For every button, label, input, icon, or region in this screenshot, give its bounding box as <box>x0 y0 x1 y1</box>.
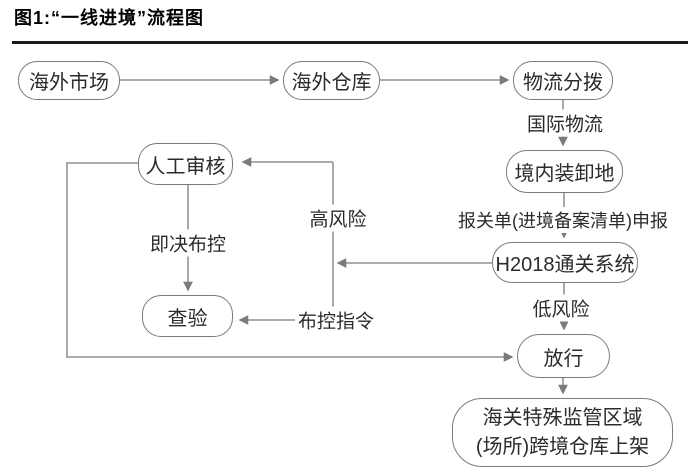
node-label-line1: 海关特殊监管区域 <box>482 406 643 429</box>
edge-label-international-logistics: 国际物流 <box>523 109 607 137</box>
node-label-line2: (场所)跨境仓库上架 <box>475 435 650 458</box>
edge-label-low-risk: 低风险 <box>529 294 593 322</box>
node-overseas-warehouse: 海外仓库 <box>283 61 380 100</box>
figure-title: 图1:“一线进境”流程图 <box>14 8 205 28</box>
node-label: 查验 <box>167 307 208 330</box>
node-label: 物流分拨 <box>523 72 603 94</box>
node-h2018-system: H2018通关系统 <box>492 242 638 283</box>
edge-review-release <box>66 162 514 362</box>
node-domestic-unloading: 境内装卸地 <box>506 150 623 193</box>
node-label: 海外市场 <box>29 72 109 94</box>
edge-label-declaration: 报关单(进境备案清单)申报 <box>455 207 671 233</box>
node-bonded-warehouse-shelving: 海关特殊监管区域 (场所)跨境仓库上架 <box>452 398 673 467</box>
edge-label-control-command: 布控指令 <box>294 306 378 334</box>
node-logistics-sorting: 物流分拨 <box>513 61 613 100</box>
edge-label-high-risk: 高风险 <box>306 204 370 232</box>
node-label: 境内装卸地 <box>514 163 615 185</box>
node-overseas-market: 海外市场 <box>18 61 120 100</box>
node-inspection: 查验 <box>142 295 233 337</box>
node-label: 海外仓库 <box>291 72 372 94</box>
node-label: 人工审核 <box>145 155 226 178</box>
title-separator-rule <box>12 41 688 44</box>
node-manual-review: 人工审核 <box>138 143 233 185</box>
node-release: 放行 <box>517 334 610 378</box>
node-label: H2018通关系统 <box>495 254 635 276</box>
node-label: 放行 <box>543 347 584 370</box>
edge-label-immediate-control: 即决布控 <box>146 229 230 257</box>
